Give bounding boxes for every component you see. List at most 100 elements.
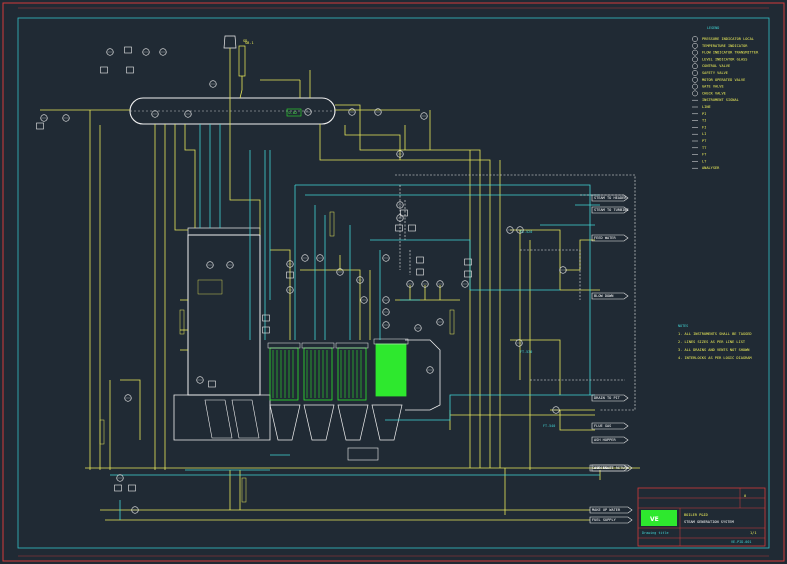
- economizer-banks[interactable]: [267, 338, 409, 401]
- right-callouts: STEAM TO HEADER STEAM TO TURBINE FEED WATE…: [591, 194, 629, 472]
- legend-item: PT: [692, 139, 707, 143]
- drum-valve-box[interactable]: D-02: [286, 108, 302, 117]
- bottom-callouts: CONDENSATE RETURN MAKE UP WATER FUEL SUPPL…: [589, 464, 633, 524]
- legend: LEGEND PRESSURE INDICATOR LOCALTEMPERATU…: [692, 26, 759, 170]
- callout-right-4: BLOW DOWN: [591, 292, 629, 300]
- ash-hopper-4: [371, 404, 403, 441]
- legend-item-label: FI: [702, 125, 706, 129]
- callout-right-label: DRAIN TO PIT: [594, 396, 621, 400]
- legend-item-label: TI: [702, 119, 706, 123]
- legend-title: LEGEND: [707, 26, 719, 30]
- transmitter-box[interactable]: [124, 46, 132, 54]
- economizer-bank-4[interactable]: [373, 338, 409, 397]
- transmitter-box[interactable]: [408, 224, 416, 232]
- legend-item-label: INSTRUMENT SIGNAL: [702, 98, 739, 102]
- deaerator[interactable]: SD SB-1: [223, 35, 254, 77]
- tb-drawing-title: STEAM GENERATION SYSTEM: [684, 520, 735, 524]
- note-item: 4. INTERLOCKS AS PER LOGIC DIAGRAM: [678, 356, 752, 360]
- transmitter-box[interactable]: [416, 268, 424, 276]
- ash-hopper-3: [337, 404, 369, 441]
- transmitter-box[interactable]: [286, 271, 294, 279]
- tb-sheet: 1/1: [750, 531, 757, 535]
- pipe-line: [120, 379, 141, 440]
- callout-bottom-1: CONDENSATE RETURN: [589, 464, 633, 472]
- pipe-line: [319, 124, 491, 468]
- legend-item: FT: [692, 153, 707, 157]
- pipe-line: [344, 125, 401, 160]
- pipe-line: [174, 124, 188, 231]
- transmitter-box[interactable]: [262, 314, 270, 322]
- legend-item: TI: [692, 119, 706, 123]
- instruments[interactable]: [36, 46, 567, 514]
- callout-right-1: STEAM TO HEADER: [591, 194, 629, 202]
- transmitter-box[interactable]: [126, 66, 134, 74]
- logo-box: [641, 510, 677, 526]
- legend-item: INSTRUMENT SIGNAL: [692, 98, 739, 102]
- transmitter-box[interactable]: [36, 122, 44, 130]
- legend-item: FI: [692, 125, 706, 129]
- callout-right-5: DRAIN TO PIT: [591, 394, 629, 402]
- transmitter-box[interactable]: [128, 484, 136, 492]
- ash-hopper-1: [269, 404, 301, 441]
- vertical-tag: [241, 477, 247, 503]
- note-item: 1. ALL INSTRUMENTS SHALL BE TAGGED: [678, 332, 752, 336]
- pipe-line: [270, 249, 291, 340]
- pipe-line: [295, 184, 591, 395]
- pipe-line: [395, 174, 636, 411]
- legend-item-label: LT: [702, 159, 707, 163]
- legend-item: GATE VALVE: [692, 83, 724, 90]
- legend-item-label: TT: [702, 146, 707, 150]
- legend-item: PI: [692, 112, 706, 116]
- transmitter-box[interactable]: [208, 380, 216, 388]
- pipe-line: [510, 229, 561, 290]
- callout-right-2: STEAM TO TURBINE: [591, 206, 629, 214]
- callout-bottom-3: FUEL SUPPLY: [589, 516, 633, 524]
- transmitter-box[interactable]: [400, 209, 408, 217]
- legend-item-label: SAFETY VALVE: [702, 71, 728, 75]
- right-tag-3: FT-540: [543, 424, 555, 428]
- steam-drum[interactable]: [129, 97, 336, 125]
- economizer-bank-2[interactable]: [301, 342, 335, 401]
- legend-item-label: CHECK VALVE: [702, 91, 726, 95]
- pipe-line: [239, 76, 243, 99]
- transmitter-box[interactable]: [100, 66, 108, 74]
- callout-right-label: AIR INLET: [594, 466, 614, 470]
- notes: NOTES 1. ALL INSTRUMENTS SHALL BE TAGGED…: [678, 324, 752, 360]
- legend-item: ANALYSER: [692, 166, 720, 170]
- flue-outlet[interactable]: [405, 339, 441, 411]
- economizer-bank-3[interactable]: [335, 342, 369, 401]
- right-tag-2: FT-530: [520, 350, 532, 354]
- transmitter-box[interactable]: [464, 270, 472, 278]
- legend-item: LINE: [692, 105, 711, 109]
- note-item: 2. LINES SIZES AS PER LINE LIST: [678, 340, 746, 344]
- hopper-collector: [347, 447, 379, 461]
- callout-bottom-2: MAKE UP WATER: [589, 506, 633, 514]
- callout-right-label: STEAM TO TURBINE: [594, 208, 629, 212]
- legend-item-label: PRESSURE INDICATOR LOCAL: [702, 37, 754, 41]
- pipe-line: [229, 48, 261, 235]
- pipe-line: [520, 249, 581, 300]
- callout-right-label: BLOW DOWN: [594, 294, 613, 298]
- pipe-line: [559, 410, 595, 431]
- pipe-line: [335, 104, 481, 468]
- legend-item-label: PT: [702, 139, 707, 143]
- pipe-line: [370, 239, 471, 260]
- transmitter-box[interactable]: [464, 258, 472, 266]
- economizer-bank-1[interactable]: [267, 342, 301, 401]
- legend-item: LI: [692, 132, 706, 136]
- pipework: [40, 48, 640, 521]
- vertical-tag: [179, 309, 185, 335]
- transmitter-box[interactable]: [114, 484, 122, 492]
- transmitter-box[interactable]: [395, 224, 403, 232]
- transmitter-box[interactable]: [416, 256, 424, 264]
- transmitter-box[interactable]: [262, 326, 270, 334]
- ash-hopper-2: [303, 404, 335, 441]
- furnace[interactable]: [173, 227, 271, 441]
- right-tag-1: FI-520: [520, 230, 532, 234]
- logo-text: VE: [650, 516, 659, 523]
- callout-right-6: FLUE GAS: [591, 422, 629, 430]
- callout-right-3: FEED WATER: [591, 234, 629, 242]
